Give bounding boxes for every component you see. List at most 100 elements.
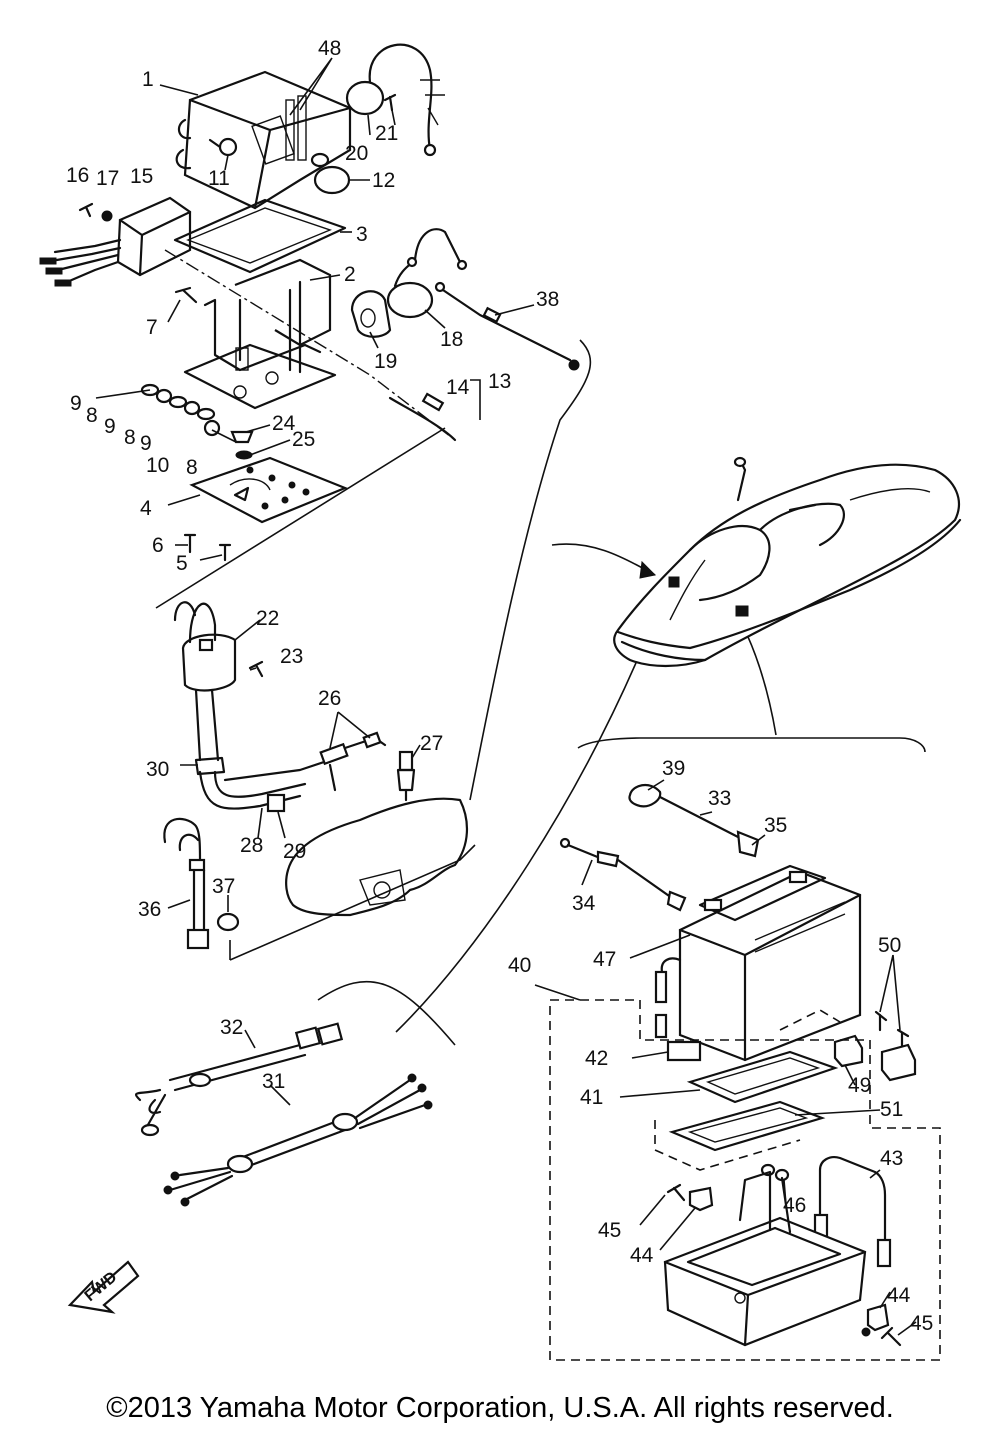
wire-harness-assembly: [134, 980, 456, 1207]
callout-23: 23: [280, 645, 303, 668]
callout-40: 40: [508, 954, 531, 977]
part-24-grommet: [230, 430, 254, 444]
callout-14: 14: [446, 376, 470, 399]
callout-31: 31: [262, 1070, 285, 1093]
callout-10: 10: [146, 454, 169, 477]
callout-3: 3: [356, 223, 368, 246]
callout-27: 27: [420, 732, 443, 755]
part-38-cable: [434, 281, 580, 371]
callout-22: 22: [256, 607, 279, 630]
callout-21: 21: [375, 122, 398, 145]
callout-25: 25: [292, 428, 315, 451]
callout-47: 47: [593, 948, 616, 971]
part-33-battery-lead: [628, 783, 760, 858]
battery-assembly: [549, 737, 941, 1361]
leader-lines: [95, 57, 917, 1336]
engine-outline: [285, 797, 469, 917]
group-bracket-lower: [229, 844, 476, 961]
callout-50: 50: [878, 934, 901, 957]
callout-43: 43: [880, 1147, 903, 1170]
callout-48: 48: [318, 37, 341, 60]
part-15-rectifier: [39, 196, 192, 287]
callout-45b: 45: [910, 1312, 933, 1335]
callout-2: 2: [344, 263, 356, 286]
callout-8c: 8: [186, 456, 198, 479]
part-13-cable: [388, 396, 457, 442]
watercraft-illustration: [613, 456, 962, 668]
part-25-washer: [235, 450, 253, 460]
part-41-mat: [686, 1050, 839, 1104]
callout-6: 6: [152, 534, 164, 557]
part-5-screw: [218, 543, 232, 562]
callout-32: 32: [220, 1016, 243, 1039]
part-18-coil: [386, 228, 468, 319]
callout-44a: 44: [630, 1244, 654, 1267]
part-12-cap: [310, 152, 351, 195]
callout-17: 17: [96, 167, 119, 190]
part-21-screw: [383, 93, 397, 112]
callout-42: 42: [585, 1047, 608, 1070]
part-23-screw: [248, 660, 264, 678]
part-36-pickup-coil: [163, 817, 210, 950]
group-bracket-upper: [155, 427, 446, 609]
callout-51: 51: [880, 1098, 903, 1121]
callout-39: 39: [662, 757, 685, 780]
part-51-mat: [668, 1100, 826, 1152]
part-50-screw: [874, 1010, 888, 1032]
copyright-notice: ©2013 Yamaha Motor Corporation, U.S.A. A…: [106, 1392, 894, 1424]
callout-8b: 8: [124, 426, 136, 449]
callout-49: 49: [848, 1074, 871, 1097]
callout-44b: 44: [887, 1284, 911, 1307]
callout-12: 12: [372, 169, 395, 192]
connector-curves: [395, 339, 777, 1033]
part-3-gasket: [173, 198, 347, 274]
callout-8a: 8: [86, 404, 98, 427]
part-28-wire: [198, 770, 307, 810]
callout-20: 20: [345, 142, 368, 165]
part-20-sensor: [345, 43, 445, 157]
callout-30: 30: [146, 758, 169, 781]
callout-11: 11: [208, 167, 230, 190]
electrical-box-assembly: [39, 43, 580, 609]
callout-29: 29: [283, 840, 306, 863]
callout-41: 41: [580, 1086, 603, 1109]
part-29-clip: [266, 793, 286, 813]
callout-45a: 45: [598, 1219, 621, 1242]
callout-24: 24: [272, 412, 296, 435]
part-30-grommet: [194, 756, 226, 776]
callout-35: 35: [764, 814, 787, 837]
part-47-battery: [654, 864, 862, 1062]
callout-37: 37: [212, 875, 235, 898]
part-44-clip-b: [866, 1303, 890, 1332]
callout-38: 38: [536, 288, 559, 311]
part-49-bracket: [833, 1034, 917, 1082]
parts-8-9-10-washers: [140, 383, 221, 437]
callout-7: 7: [146, 316, 158, 339]
callout-9a: 9: [70, 392, 82, 415]
part-6-screw: [183, 533, 197, 554]
part-16-screw: [78, 202, 94, 218]
callout-33: 33: [708, 787, 731, 810]
part-17-washer: [101, 210, 113, 222]
battery-box: [663, 1170, 867, 1347]
part-2-bracket: [183, 258, 337, 410]
part-19-clamp: [350, 290, 392, 338]
part-37-grommet: [216, 912, 240, 932]
part-27-spark-plug: [396, 750, 416, 802]
battery-group-bracket: [577, 737, 926, 753]
callout-36: 36: [138, 898, 161, 921]
fwd-arrow: FWD: [67, 1260, 140, 1314]
callout-46: 46: [783, 1194, 806, 1217]
callout-labels: 48 1 20 21 11 12 16 17 15 3 2 38 7 18 19…: [66, 37, 933, 1335]
callout-19: 19: [374, 350, 397, 373]
callout-16: 16: [66, 164, 89, 187]
callout-28: 28: [240, 834, 263, 857]
callout-18: 18: [440, 328, 463, 351]
part-26-plug-cap: [223, 731, 387, 792]
callout-1: 1: [142, 68, 154, 91]
callout-9b: 9: [104, 415, 116, 438]
part-31-harness: [163, 1073, 433, 1207]
callout-34: 34: [572, 892, 596, 915]
part-32-harness: [134, 1022, 344, 1137]
